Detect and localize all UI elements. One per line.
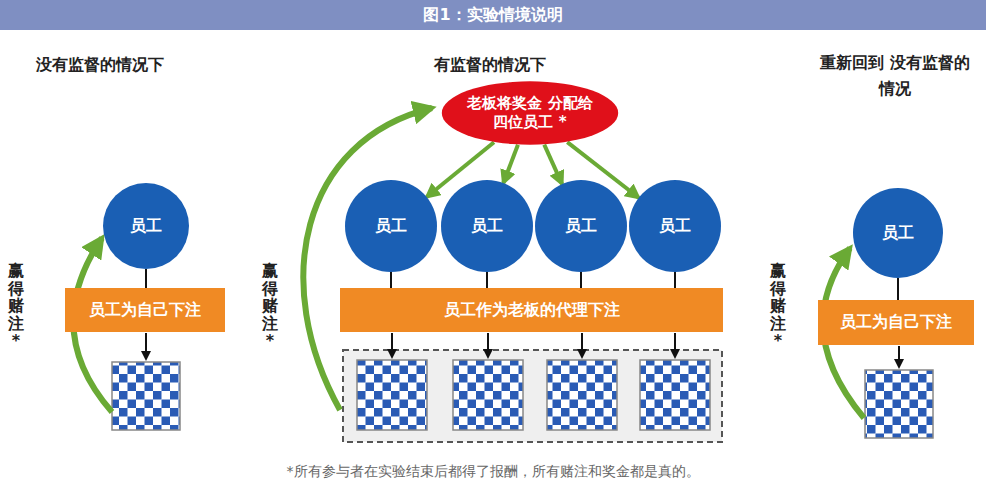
- node-text: 员工为自己下注: [840, 312, 952, 333]
- bonus-arrow: [544, 145, 562, 184]
- connector-line: [897, 278, 899, 300]
- connector-line: [674, 272, 676, 288]
- bet-arrows: [146, 333, 899, 367]
- vertical-label: 赢得赌注*: [262, 262, 278, 350]
- employee-circle: 员工: [535, 180, 627, 272]
- bonus-arrow: [503, 145, 518, 183]
- node-text: 老板将奖金 分配给四位员工 *: [460, 94, 600, 133]
- connector-line: [390, 272, 392, 288]
- node-text: 员工: [565, 216, 597, 237]
- node-text: 员工: [375, 216, 407, 237]
- boss-ellipse: 老板将奖金 分配给四位员工 *: [440, 80, 620, 146]
- employee-circle: 员工: [345, 180, 437, 272]
- employee-circle: 员工: [853, 188, 943, 278]
- node-text: 员工: [659, 216, 691, 237]
- bet-box: 员工为自己下注: [65, 288, 225, 332]
- winnings-arrows: [73, 108, 864, 418]
- connector-line: [486, 272, 488, 288]
- node-text: 员工: [471, 216, 503, 237]
- figure-title: 图1：实验情境说明: [0, 0, 986, 30]
- node-text: 员工: [130, 216, 162, 237]
- node-text: 员工作为老板的代理下注: [444, 300, 620, 321]
- footnote-caption: *所有参与者在实验结束后都得了报酬，所有赌注和奖金都是真的。: [0, 463, 986, 481]
- vertical-label: 赢得赌注*: [770, 262, 786, 350]
- employee-circle: 员工: [629, 180, 721, 272]
- section-heading: 重新回到 没有监督的情况: [820, 50, 970, 101]
- node-text: 员工: [882, 223, 914, 244]
- section-heading: 有监督的情况下: [400, 52, 580, 78]
- node-text: 员工为自己下注: [89, 300, 201, 321]
- chessboards: [112, 360, 933, 438]
- connector-line: [145, 269, 147, 288]
- vertical-label: 赢得赌注*: [8, 262, 24, 350]
- board-frame: [343, 350, 722, 442]
- bet-box: 员工作为老板的代理下注: [340, 288, 723, 332]
- employee-circle: 员工: [441, 180, 533, 272]
- employee-circle: 员工: [103, 183, 189, 269]
- bet-box: 员工为自己下注: [818, 300, 974, 345]
- connector-line: [580, 272, 582, 288]
- section-heading: 没有监督的情况下: [10, 52, 190, 78]
